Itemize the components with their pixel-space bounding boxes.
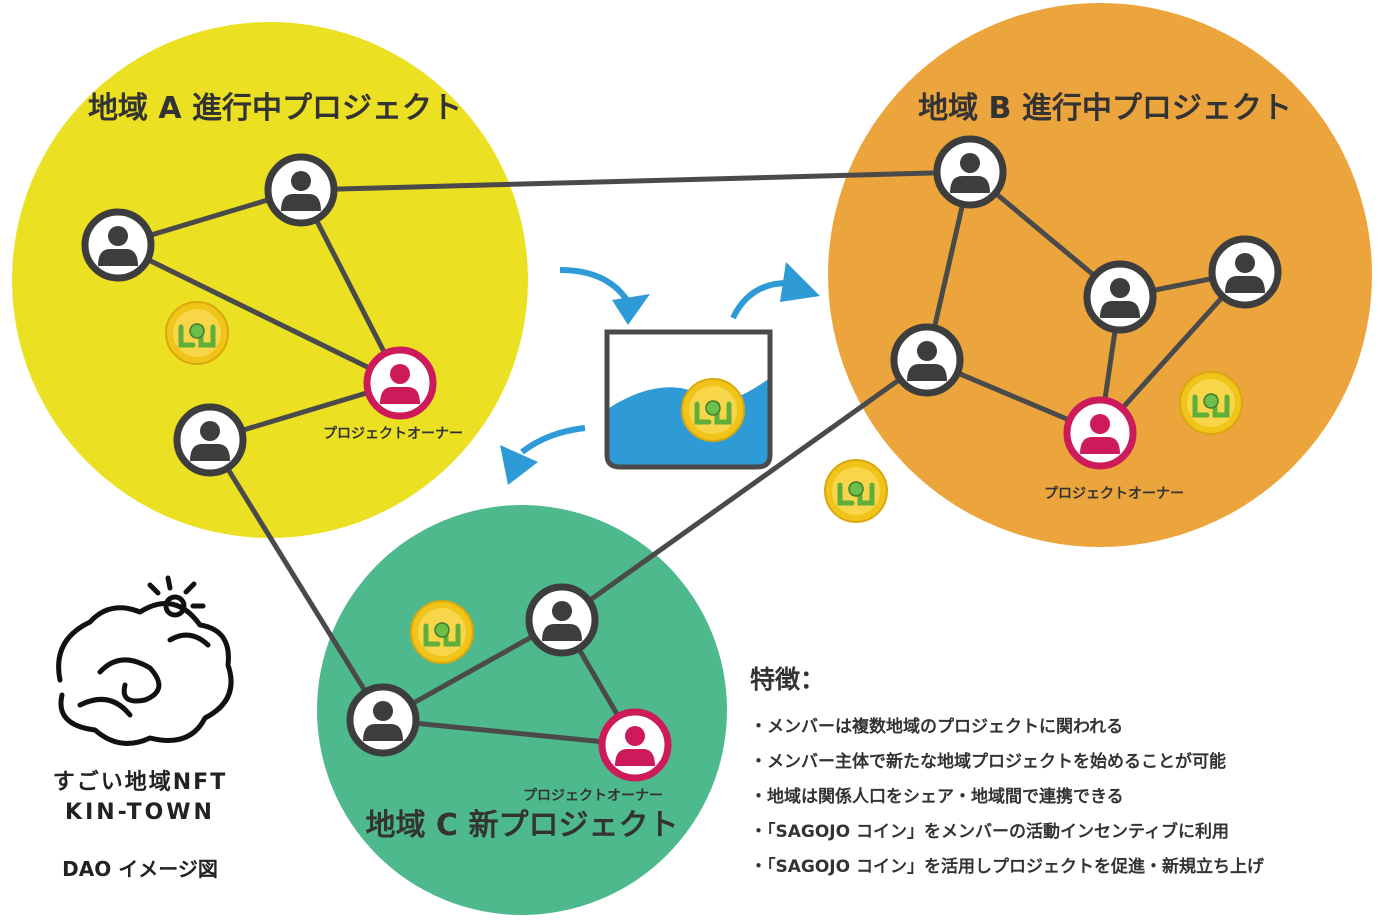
member-person-icon <box>264 153 338 227</box>
member-person-icon <box>1083 260 1157 334</box>
logo-line2: KIN-TOWN <box>65 800 215 825</box>
member-person-icon <box>890 323 964 397</box>
arrow-to-region-b-head <box>780 262 820 302</box>
arrow-to-region-b <box>730 279 791 320</box>
feature-item: ・「SAGOJO コイン」を活用しプロジェクトを促進・新規立ち上げ <box>750 857 1264 877</box>
project-owner-person-icon <box>598 708 672 782</box>
features-panel: 特徴： ・メンバーは複数地域のプロジェクトに関われる ・メンバー主体で新たな地域… <box>750 660 1370 885</box>
feature-item: ・「SAGOJO コイン」をメンバーの活動インセンティブに利用 <box>750 822 1229 842</box>
sagojo-coin-icon <box>165 301 229 365</box>
arrow-to-region-c-head <box>500 445 538 485</box>
sagojo-coin-icon <box>681 378 745 442</box>
member-person-icon <box>173 403 247 477</box>
connection-line <box>300 169 971 193</box>
owner-label-a: プロジェクトオーナー <box>323 426 463 442</box>
coins <box>165 301 1243 664</box>
connection-line <box>560 357 929 623</box>
sagojo-coin-icon <box>410 600 474 664</box>
connection-line <box>207 438 386 722</box>
region-b-title: 地域 B 進行中プロジェクト <box>918 91 1292 126</box>
sagojo-coin-icon <box>1179 371 1243 435</box>
arrow-to-region-c <box>520 425 586 455</box>
sagojo-coin-icon <box>824 459 888 523</box>
project-owner-person-icon <box>363 346 437 420</box>
owner-label-b: プロジェクトオーナー <box>1044 486 1184 502</box>
owner-label-c: プロジェクトオーナー <box>523 788 663 804</box>
pool-container <box>604 329 773 470</box>
connection-line <box>382 717 636 748</box>
people-nodes <box>81 135 1282 782</box>
flow-arrows <box>500 262 820 485</box>
project-owner-person-icon <box>1063 396 1137 470</box>
connection-line <box>116 242 402 386</box>
feature-item: ・メンバー主体で新たな地域プロジェクトを始めることが可能 <box>750 752 1226 772</box>
member-person-icon <box>525 583 599 657</box>
member-person-icon <box>81 208 155 282</box>
feature-item: ・地域は関係人口をシェア・地域間で連携できる <box>750 787 1124 807</box>
logo-line1: すごい地域NFT <box>52 770 228 795</box>
member-person-icon <box>933 135 1007 209</box>
diagram-caption: DAO イメージ図 <box>62 857 218 881</box>
region-a-title: 地域 A 進行中プロジェクト <box>88 91 462 126</box>
features-heading: 特徴： <box>750 665 826 694</box>
kin-town-mascot-logo <box>56 575 234 746</box>
feature-item: ・メンバーは複数地域のプロジェクトに関われる <box>750 717 1124 737</box>
member-person-icon <box>1208 235 1282 309</box>
region-c-title: 地域 C 新プロジェクト <box>366 808 679 843</box>
features-list: ・メンバーは複数地域のプロジェクトに関われる ・メンバー主体で新たな地域プロジェ… <box>750 710 1370 885</box>
region-c-circle <box>317 505 727 915</box>
member-person-icon <box>346 683 420 757</box>
arrow-into-pool-head <box>612 294 650 325</box>
